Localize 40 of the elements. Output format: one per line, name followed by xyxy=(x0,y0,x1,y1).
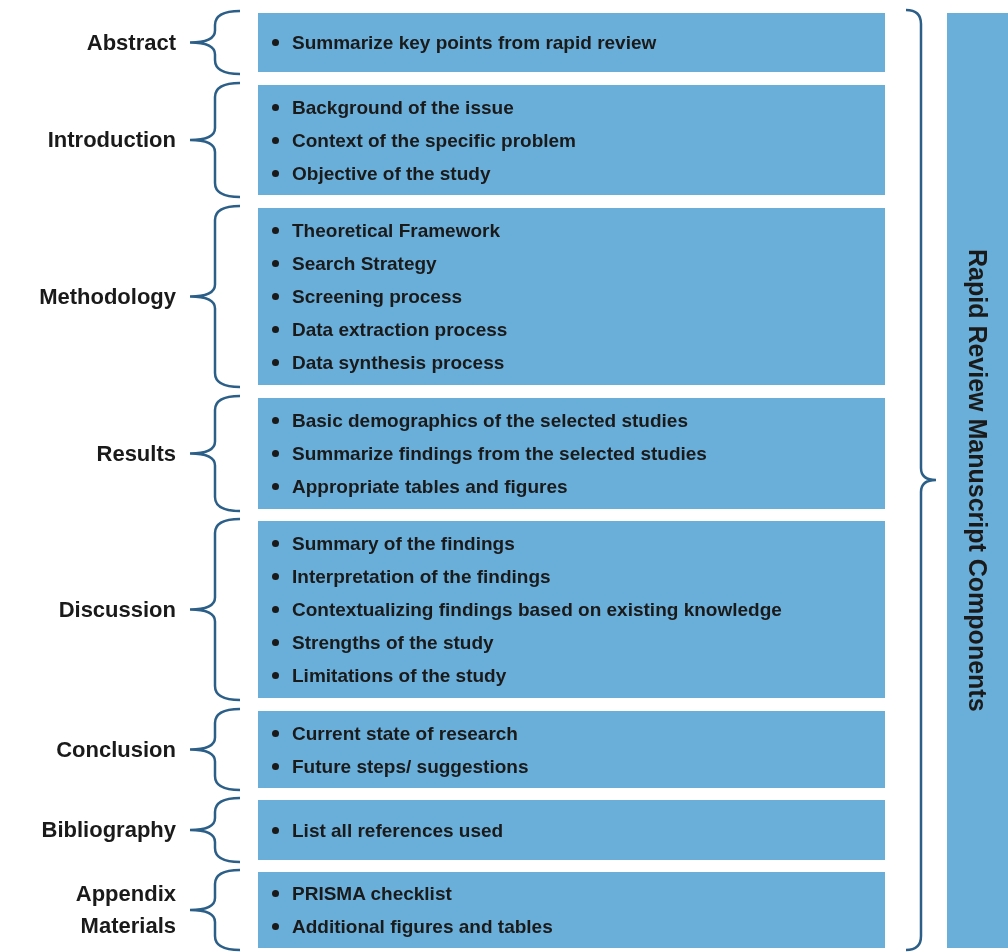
bullet-item: Appropriate tables and figures xyxy=(292,475,568,499)
section-label: Conclusion xyxy=(55,735,176,764)
title-bar xyxy=(947,13,1008,948)
section-label: Discussion xyxy=(57,595,176,624)
bullet-item: Basic demographics of the selected studies xyxy=(292,409,688,433)
bullet-item: Contextualizing findings based on existing knowledge xyxy=(292,598,782,622)
section-label: Results xyxy=(95,439,176,468)
bullet-item: PRISMA checklist xyxy=(292,882,452,906)
bullet-item: Objective of the study xyxy=(292,161,491,186)
section-label: Methodology xyxy=(38,282,176,311)
content-box xyxy=(258,521,885,698)
bullet-item: List all references used xyxy=(292,818,504,843)
bullet-item: Background of the issue xyxy=(292,95,514,120)
bullet-item: Interpretation of the findings xyxy=(292,565,551,589)
content-box xyxy=(258,711,885,788)
bullet-item: Summarize findings from the selected studies xyxy=(292,442,707,466)
bullet-item: Strengths of the study xyxy=(292,631,494,655)
bullet-item: Limitations of the study xyxy=(292,664,507,688)
content-box xyxy=(258,872,885,948)
bullet-item: Summarize key points from rapid review xyxy=(292,31,657,55)
bullet-item: Search Strategy xyxy=(292,252,437,276)
content-box xyxy=(258,13,885,72)
content-box xyxy=(258,800,885,860)
section-label: Introduction xyxy=(46,126,176,154)
bullet-item: Future steps/ suggestions xyxy=(292,754,529,779)
section-label: Bibliography xyxy=(40,816,176,844)
bullet-item: Theoretical Framework xyxy=(292,219,501,243)
content-box xyxy=(258,208,885,385)
bullet-item: Screening process xyxy=(292,285,463,309)
content-box xyxy=(258,398,885,509)
bullet-item: Data synthesis process xyxy=(292,351,505,375)
section-label: Abstract xyxy=(85,28,176,57)
vertical-heading: Rapid Review Manuscript Components xyxy=(963,249,992,712)
bullet-item: Summary of the findings xyxy=(292,532,515,556)
bullet-item: Current state of research xyxy=(292,721,518,746)
bullet-item: Additional figures and tables xyxy=(292,915,553,939)
bullet-item: Data extraction process xyxy=(292,318,508,342)
section-label: Appendix Materials xyxy=(74,880,176,940)
bullet-item: Context of the specific problem xyxy=(292,128,576,153)
content-box xyxy=(258,85,885,195)
